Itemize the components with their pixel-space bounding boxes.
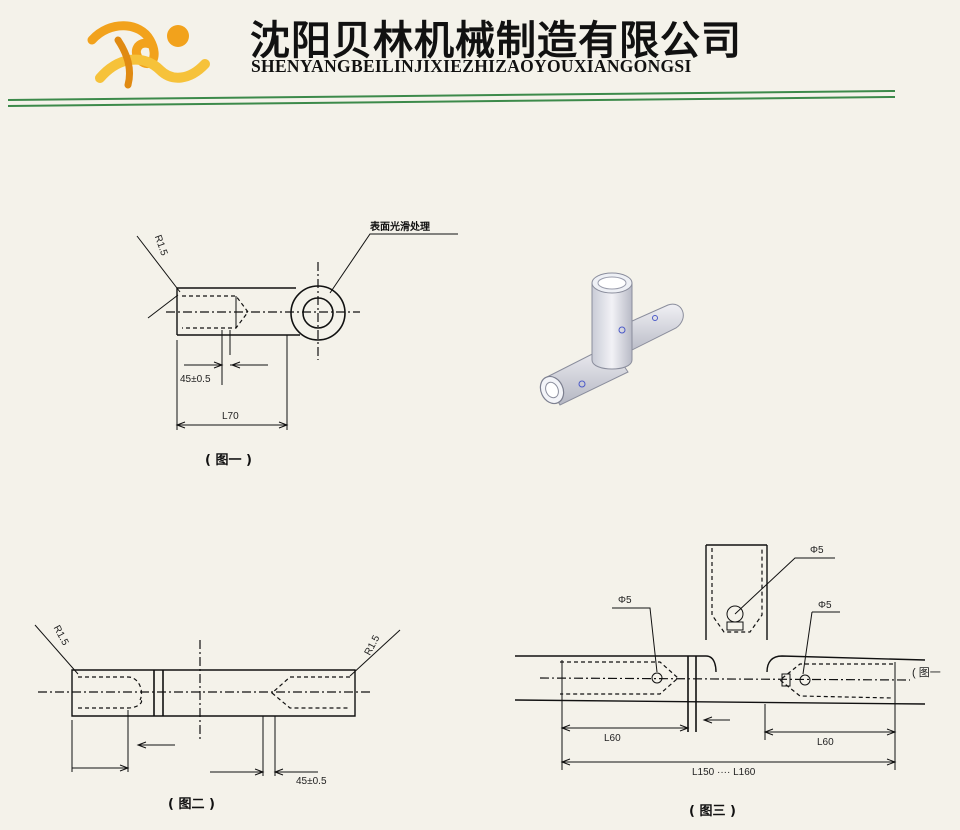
fig1-dim-length: L70 <box>222 411 239 422</box>
fig2-radius-right: R1.5 <box>362 633 383 658</box>
fig1-dim-depth: 45±0.5 <box>180 374 211 385</box>
company-name-en: SHENYANGBEILINJIXIEZHIZAOYOUXIANGONGSI <box>251 56 692 76</box>
fig3-hole-right: Φ5 <box>818 600 832 611</box>
fig3-caption: ( 图三 ) <box>689 804 736 819</box>
fig3-dim-left: L60 <box>604 733 621 744</box>
fig2-radius-left: R1.5 <box>50 623 71 648</box>
fig2-caption: ( 图二 ) <box>168 797 215 812</box>
fig3-ref-note: ( 图一 <box>912 667 941 679</box>
fig1-caption: ( 图一 ) <box>205 453 252 468</box>
fig2-dim-depth: 45±0.5 <box>296 776 327 787</box>
fig1-radius-label: R1.5 <box>151 233 170 258</box>
fig1-surface-note: 表面光滑处理 <box>370 222 430 233</box>
fig3-hole-top: Φ5 <box>810 545 824 556</box>
fig3-hole-left: Φ5 <box>618 595 632 606</box>
company-name-cn: 沈阳贝林机械制造有限公司 <box>250 18 742 64</box>
fig3-dim-right: L60 <box>817 737 834 748</box>
fig3-dim-total: L150 ···· L160 <box>692 767 756 778</box>
